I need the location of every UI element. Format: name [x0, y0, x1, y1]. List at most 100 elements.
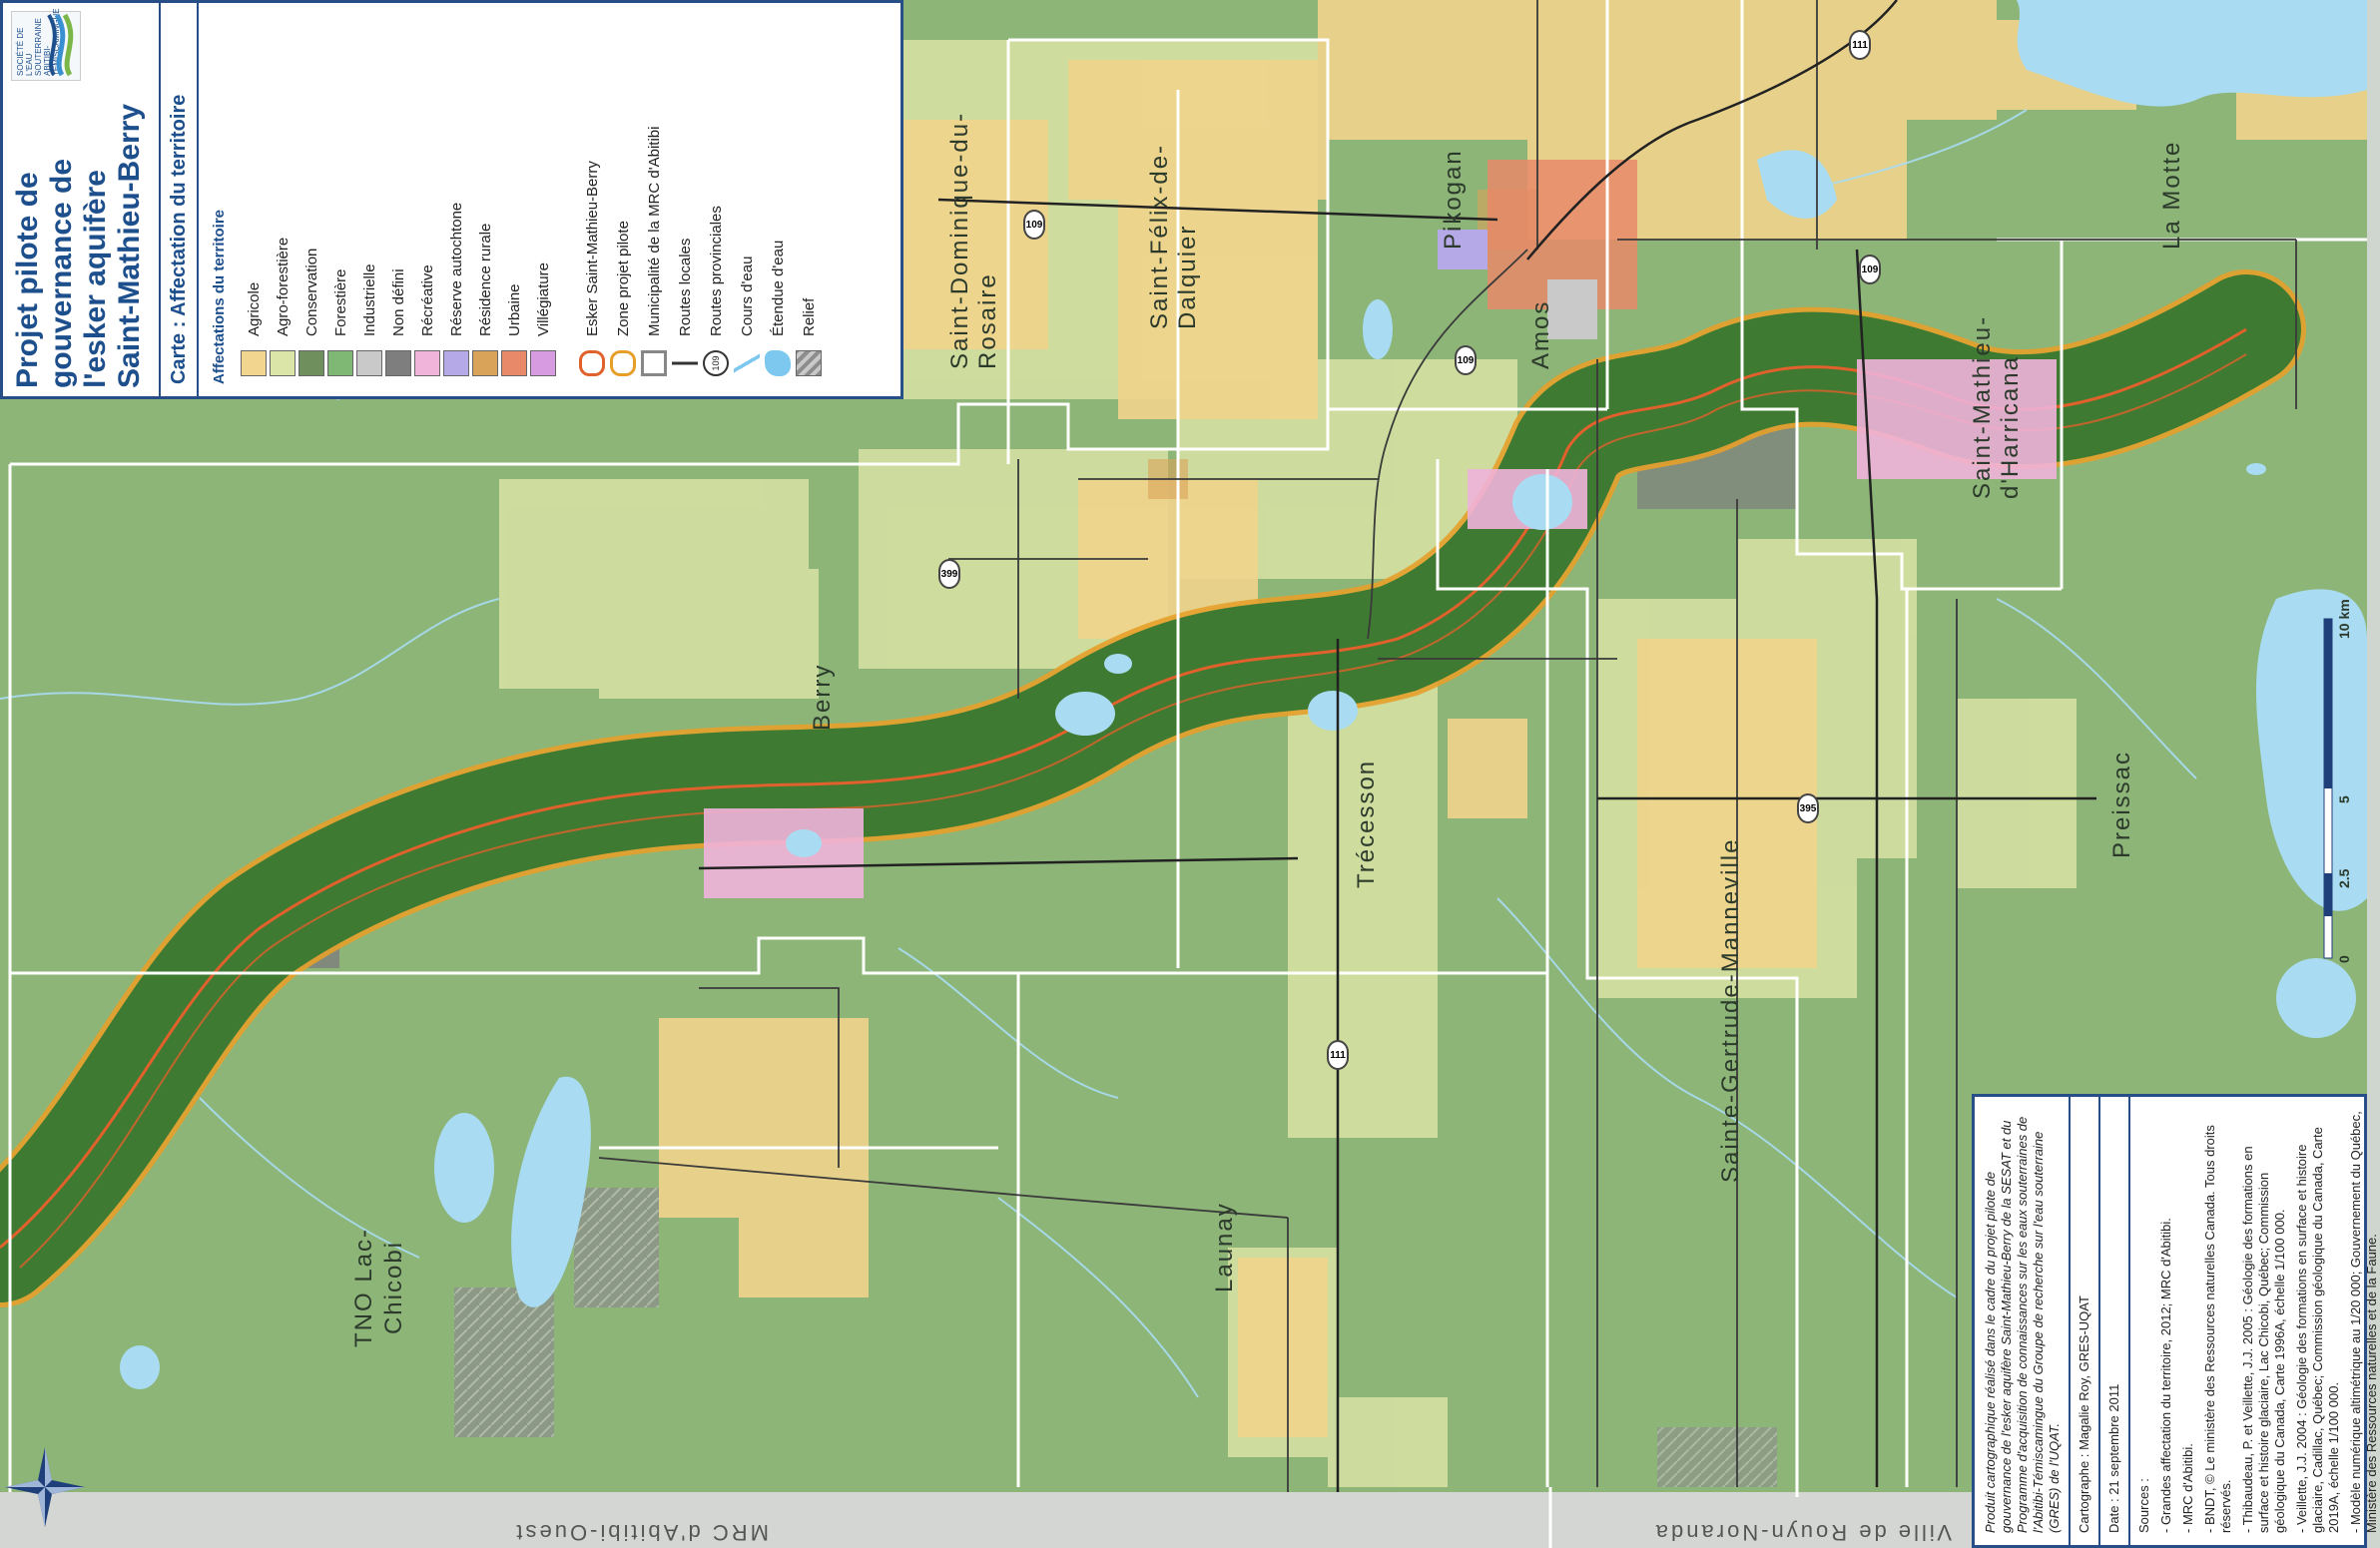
local-road-line-icon [672, 350, 698, 376]
legend-item-feature: Esker Saint-Mathieu-Berry [579, 161, 605, 376]
route-shield-109: 109 [1023, 210, 1045, 240]
legend-swatch [298, 350, 324, 376]
legend-panel: Projet pilote de gouvernance de l'esker … [0, 0, 903, 399]
source-item: - Grandes affectation du territoire, 201… [2158, 1218, 2173, 1533]
legend-label: Réserve autochtone [447, 202, 465, 336]
provincial-road-shield-icon: 109 [703, 350, 729, 376]
legend-swatch [385, 350, 411, 376]
legend-item-feature: Zone projet pilote [610, 221, 636, 376]
legend-swatch [501, 350, 527, 376]
scale-label-5: 5 [2336, 795, 2352, 803]
legend-label: Récréative [418, 264, 436, 336]
place-name-saint-dominique: Saint-Dominique-du-Rosaire [946, 111, 1001, 369]
legend-label: Non défini [389, 268, 407, 336]
place-name-tno-lac-chicobi: TNO Lac-Chicobi [350, 1227, 407, 1347]
legend-swatch [327, 350, 353, 376]
source-item: - Thibaudeau, P. et Veillette, J.J. 2005… [2240, 1146, 2287, 1533]
legend-label: Conservation [302, 248, 320, 336]
zone-outline-icon [610, 350, 636, 376]
municipality-outline-icon [641, 350, 667, 376]
logo-wave-icon [47, 13, 74, 77]
legend-label: Résidence rurale [476, 223, 494, 336]
place-name-trecesson: Trécesson [1353, 759, 1380, 888]
legend-label: Étendue d'eau [769, 240, 787, 336]
relief-fill-icon [796, 350, 822, 376]
map-title: Projet pilote de gouvernance de l'esker … [11, 103, 146, 388]
legend-swatch [472, 350, 498, 376]
legend-item-feature: Relief [796, 298, 822, 376]
north-arrow-icon [5, 1447, 85, 1527]
legend-swatch [443, 350, 469, 376]
local-roads [598, 0, 2297, 1492]
legend-swatch [356, 350, 382, 376]
municipality-boundaries [8, 0, 2367, 1497]
legend-swatch [530, 350, 556, 376]
legend-item-land-use: Urbaine [501, 283, 527, 376]
route-shield-399: 399 [938, 559, 960, 589]
route-shield-111: 111 [1849, 30, 1871, 60]
legend-item-feature: Étendue d'eau [765, 241, 791, 376]
legend-label: Agricole [245, 281, 263, 336]
legend-label: Routes provinciales [707, 206, 725, 336]
legend-item-land-use: Conservation [298, 249, 324, 376]
legend-swatch [414, 350, 440, 376]
legend-label: Relief [800, 297, 818, 336]
place-name-preissac: Preissac [2108, 750, 2135, 858]
legend-item-land-use: Réserve autochtone [443, 203, 469, 376]
sources-title: Sources : [2136, 1478, 2151, 1533]
source-item: - Modèle numérique altimétrique au 1/20 … [2348, 1111, 2379, 1533]
route-shield-111: 111 [1327, 1040, 1349, 1070]
source-item: - MRC d'Abitibi. [2180, 1443, 2195, 1533]
scale-label-2-5: 2.5 [2336, 868, 2352, 888]
legend-item-land-use: Non défini [385, 268, 411, 376]
place-name-la-motte: La Motte [2158, 140, 2185, 250]
place-name-berry: Berry [809, 663, 836, 731]
legend-item-feature: Routes locales [672, 239, 698, 376]
recreational-zones [704, 359, 2057, 898]
cartography-credit: Cartographe : Magalie Roy, GRES-UQAT [2077, 1295, 2091, 1533]
reserve-pikogan [1438, 230, 1488, 269]
legend-label: Urbaine [505, 283, 523, 336]
place-name-saint-mathieu: Saint-Mathieu-d'Harricana [1969, 314, 2024, 499]
lakes [120, 0, 2367, 1389]
legend-label: Esker Saint-Mathieu-Berry [583, 161, 601, 336]
legend-swatch [270, 350, 296, 376]
legend-item-land-use: Forestière [327, 268, 353, 376]
sesat-logo: SOCIÉTÉ DE L'EAU SOUTERRAINE ABITIBI-TÉM… [11, 8, 81, 81]
legend-label: Routes locales [676, 238, 694, 336]
industrial-zone [1547, 279, 1597, 339]
legend-label: Cours d'eau [738, 256, 756, 336]
stream-line-icon [734, 350, 760, 376]
legend-swatch [241, 350, 267, 376]
place-name-saint-felix: Saint-Félix-de-Dalquier [1146, 143, 1201, 329]
scale-label-10km: 10 km [2336, 599, 2352, 639]
place-name-launay: Launay [1211, 1202, 1238, 1292]
legend-section-title: Affectations du territoire [211, 209, 228, 384]
legend-label: Industrielle [360, 263, 378, 336]
legend-label: Villégiature [534, 262, 552, 336]
agricultural-zones [659, 0, 2367, 1437]
credit-text: Produit cartographique réalisé dans le c… [1983, 1116, 2062, 1533]
legend-item-feature: 109 Routes provinciales [703, 206, 729, 376]
esker-outline-icon [579, 350, 605, 376]
region-name-mrc-abitibi-ouest: MRC d'Abitibi-Ouest [513, 1520, 769, 1545]
scale-label-0: 0 [2336, 955, 2352, 963]
map-date: Date : 21 septembre 2011 [2106, 1383, 2121, 1533]
source-item: - BNDT, © Le ministère des Ressources na… [2202, 1125, 2233, 1533]
legend-item-land-use: Résidence rurale [472, 224, 498, 376]
place-name-sainte-gertrude: Sainte-Gertrude-Manneville [1717, 837, 1744, 1183]
sources-panel: Produit cartographique réalisé dans le c… [1972, 1094, 2379, 1548]
lake-fill-icon [765, 350, 791, 376]
place-name-pikogan: Pikogan [1440, 149, 1467, 250]
legend-item-land-use: Agricole [241, 282, 267, 376]
route-shield-109: 109 [1455, 345, 1477, 375]
legend-label: Agro-forestière [274, 237, 292, 336]
route-shield-395: 395 [1797, 793, 1819, 823]
map-subtitle: Carte : Affectation du territoire [159, 3, 199, 396]
legend-label: Zone projet pilote [614, 221, 632, 336]
legend-label: Forestière [331, 268, 349, 336]
scale-bar [2323, 618, 2333, 959]
legend-item-feature: Cours d'eau [734, 257, 760, 376]
legend-item-feature: Municipalité de la MRC d'Abitibi [641, 127, 667, 376]
legend-item-land-use: Récréative [414, 264, 440, 376]
